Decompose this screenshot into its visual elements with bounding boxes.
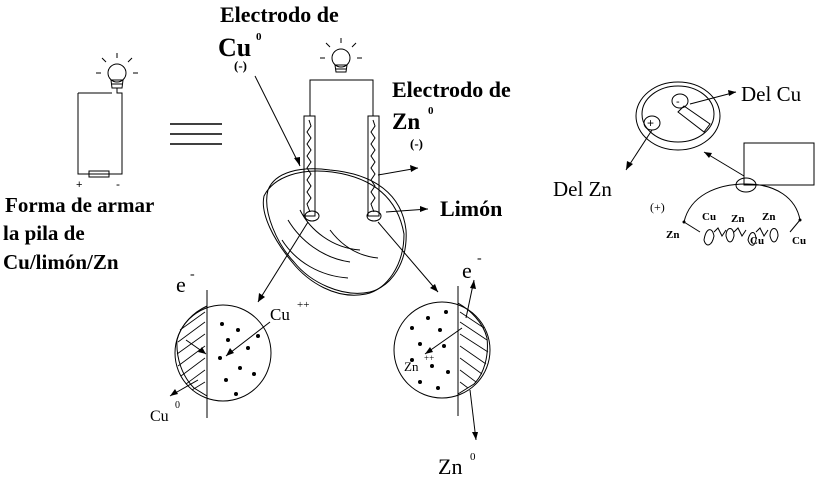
limon-label: Limón <box>440 196 502 221</box>
cu-ion: Cu <box>270 305 290 324</box>
forma-line1: Forma de armar <box>5 193 154 217</box>
left-electron-sup: - <box>190 267 195 282</box>
electrode-zn-sub: (-) <box>410 136 423 151</box>
cu0-sup: 0 <box>175 400 180 411</box>
electrode-zn-sup: 0 <box>428 105 434 117</box>
arrows-center <box>254 75 439 303</box>
chain-bottom-cu: Cu <box>750 235 764 247</box>
bulb-icon <box>96 53 138 89</box>
cu0-label: Cu <box>150 408 169 425</box>
simple-circuit: + - <box>76 53 138 191</box>
chain-zn-left: Zn <box>666 229 679 241</box>
electrode-cu-symbol: Cu <box>218 33 251 62</box>
cu-electrode <box>303 115 316 217</box>
battery-icon <box>88 170 110 178</box>
equals-icon <box>170 123 222 145</box>
cu-ion-sup: ++ <box>297 299 309 311</box>
zn0-bottom-sup: 0 <box>470 451 476 463</box>
battery-plus: + <box>76 179 82 191</box>
chain-top-cu: Cu <box>702 211 716 223</box>
left-electron: e <box>176 272 186 297</box>
zn-ion-sup: ++ <box>424 353 434 363</box>
del-cu-label: Del Cu <box>741 82 802 106</box>
electrode-cu-sub: (-) <box>234 58 247 73</box>
chain-cu-right: Cu <box>792 235 806 247</box>
chain-top-zn1: Zn <box>731 213 744 225</box>
zn0-bottom: Zn <box>438 454 462 479</box>
lemon-chain <box>682 142 815 246</box>
forma-line2: la pila de <box>3 221 85 245</box>
chain-top-zn2: Zn <box>762 211 775 223</box>
cu-zoom-circle <box>169 290 272 418</box>
electrode-cu-title: Electrodo de <box>220 2 339 27</box>
zn-zoom-circle <box>393 279 491 441</box>
zn-electrode <box>367 115 380 217</box>
electrode-zn-symbol: Zn <box>392 109 420 134</box>
meter-plus: + <box>647 116 654 130</box>
del-zn-label: Del Zn <box>553 177 612 201</box>
lemon-icon <box>262 168 407 296</box>
electrode-cu-sup: 0 <box>256 31 262 43</box>
right-electron-sup: - <box>477 251 482 266</box>
chain-plus: (+) <box>650 200 665 214</box>
right-electron: e <box>462 258 472 283</box>
center-wire <box>309 79 374 116</box>
battery-minus: - <box>116 177 120 191</box>
forma-line3: Cu/limón/Zn <box>3 250 119 274</box>
meter-icon <box>635 81 721 151</box>
electrode-zn-title: Electrodo de <box>392 77 511 102</box>
bulb-icon <box>320 38 362 73</box>
zn-ion: Zn <box>404 359 419 374</box>
circuit-wire <box>77 88 123 175</box>
meter-minus: - <box>676 96 680 108</box>
